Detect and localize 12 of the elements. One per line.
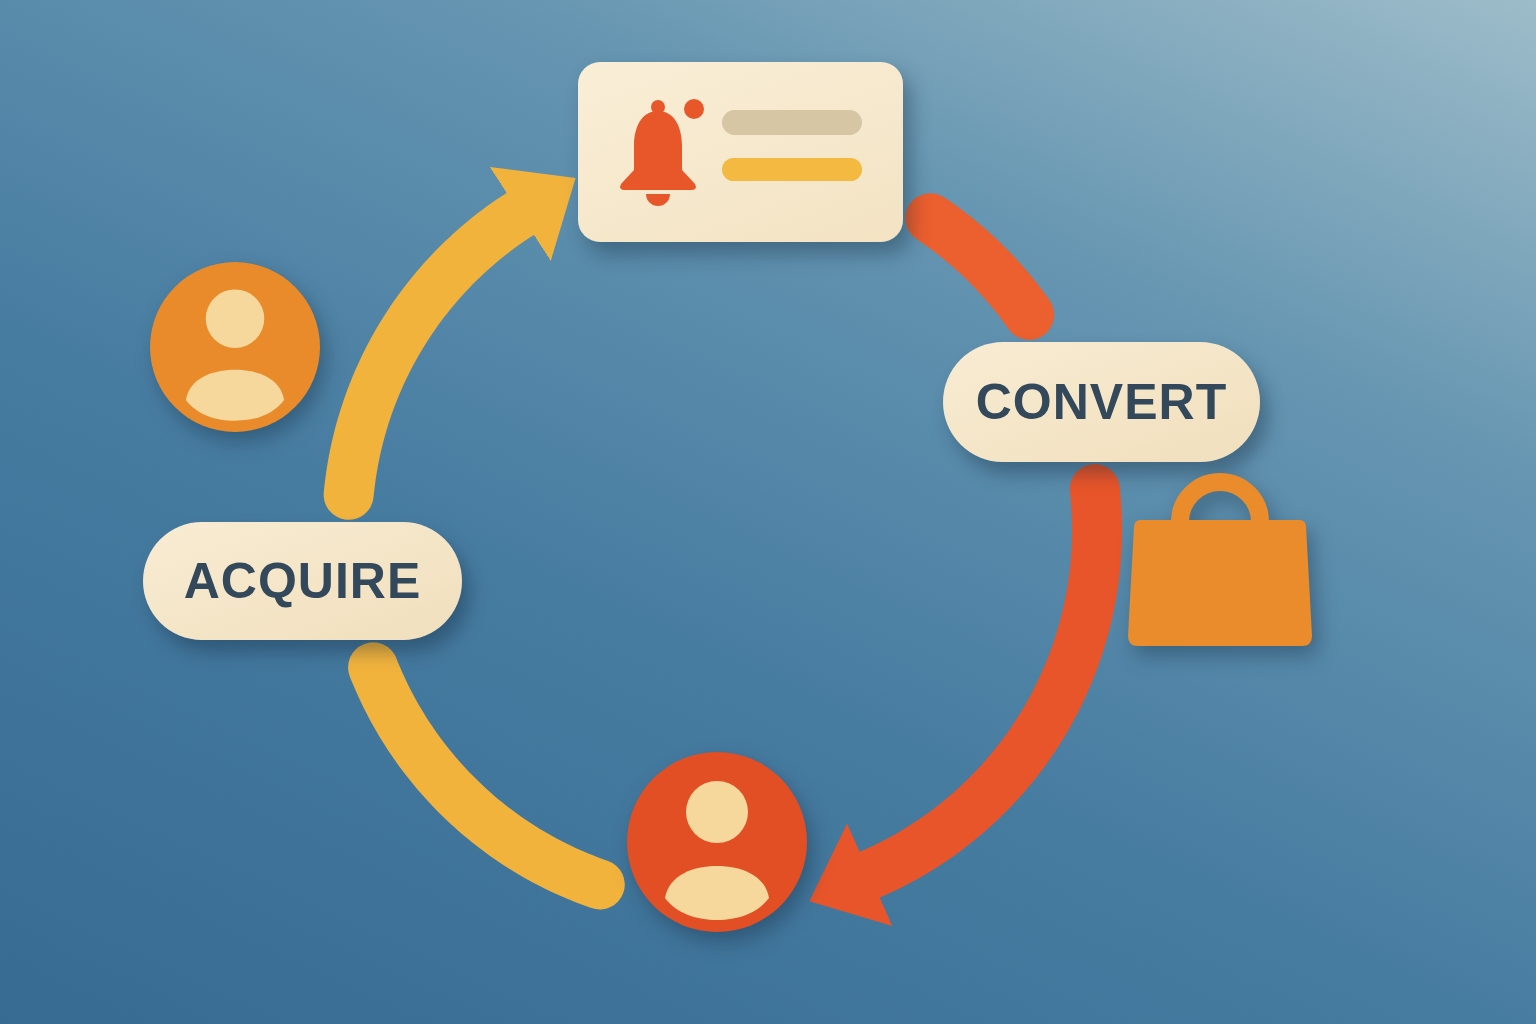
stage-label: ACQUIRE	[183, 556, 422, 606]
stage-pill	[143, 522, 462, 640]
stage-pill	[943, 342, 1260, 462]
curved-arrow	[809, 464, 1122, 926]
stage-label: CONVERT	[975, 377, 1228, 427]
curved-connector	[348, 642, 625, 910]
curved-connector	[905, 193, 1055, 340]
curved-arrow	[323, 166, 576, 520]
user-avatar-icon	[150, 262, 320, 432]
notification-card	[578, 62, 903, 242]
user-avatar-icon	[627, 752, 807, 932]
shopping-bag-icon	[1128, 470, 1312, 646]
